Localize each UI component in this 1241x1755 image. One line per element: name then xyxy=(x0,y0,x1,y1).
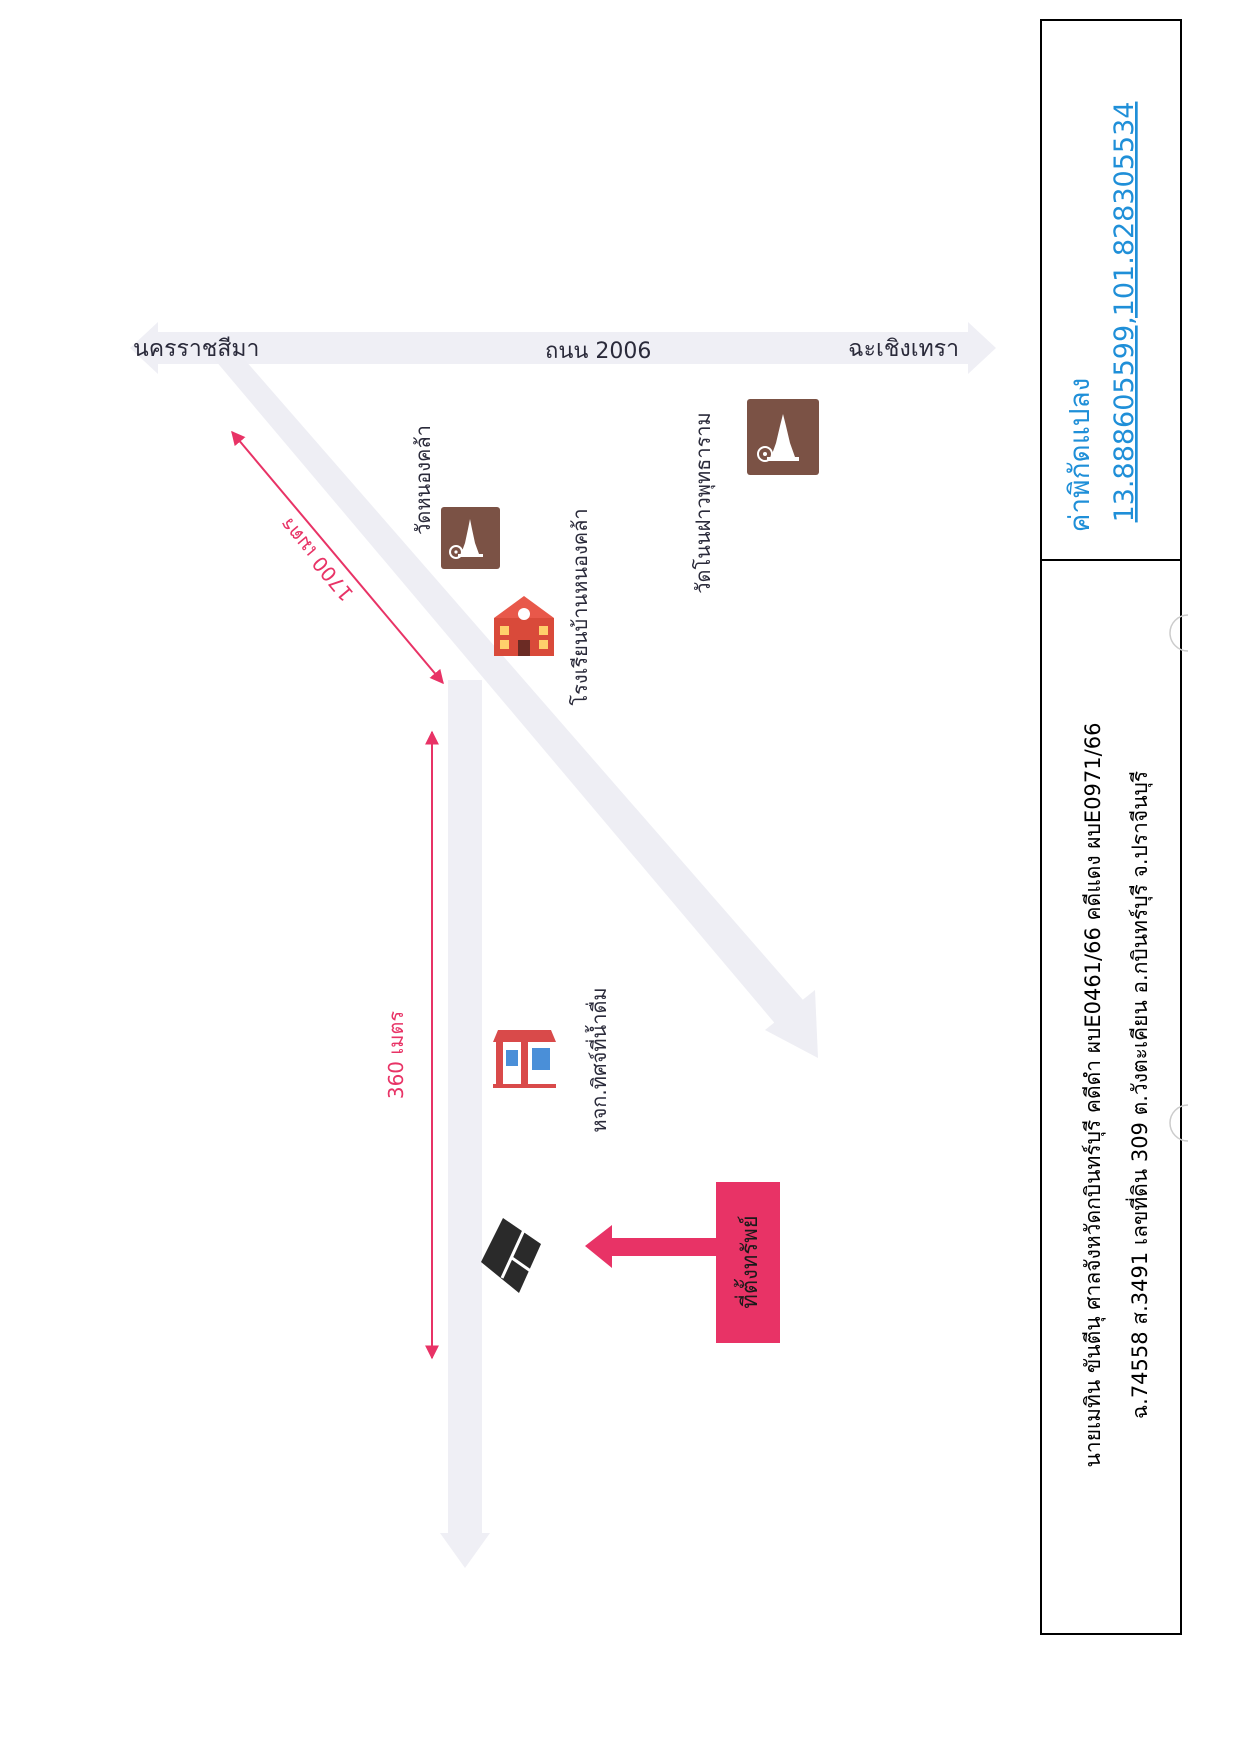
diagonal-road xyxy=(215,360,810,1033)
roads xyxy=(130,322,996,1568)
diagonal-distance-label: 1700 เมตร xyxy=(275,513,358,606)
school-icon xyxy=(494,596,554,656)
punch-hole xyxy=(1169,614,1189,652)
left-destination-label: นครราชสีมา xyxy=(133,336,259,362)
case-info-line-2: ฉ.74558 ส.3491 เลขที่ดิน 309 ต.วังตะเคีย… xyxy=(1125,771,1153,1419)
temple-icon xyxy=(441,507,500,569)
diagonal-road-arrowhead xyxy=(765,990,818,1058)
vertical-road xyxy=(448,680,482,1535)
coordinate-label: ค่าพิกัดแปลง xyxy=(1063,378,1096,533)
info-box xyxy=(1040,19,1182,1635)
shop-icon xyxy=(493,1030,556,1088)
temple-icon xyxy=(747,399,819,475)
temple-1-label: วัดหนองคล้า xyxy=(411,425,435,535)
parcel-shape xyxy=(481,1218,541,1293)
main-road xyxy=(130,322,996,374)
punch-hole xyxy=(1169,1104,1189,1142)
school-label: โรงเรียนบ้านหนองคล้า xyxy=(568,508,592,705)
main-road-label: ถนน 2006 xyxy=(545,339,651,364)
property-sign-label: ที่ตั้งทรัพย์ xyxy=(734,1215,763,1308)
coordinate-value-link[interactable]: 13.888605599,101.828305534 xyxy=(1109,102,1140,523)
diagonal-distance-arrow xyxy=(231,430,444,685)
vertical-road-arrowhead xyxy=(440,1533,490,1568)
right-destination-label: ฉะเชิงเทรา xyxy=(848,336,959,362)
temple-2-label: วัดโนนฝาวพุทธาราม xyxy=(691,412,716,593)
property-arrow xyxy=(585,1182,780,1343)
vertical-distance-marker: 360 เมตร xyxy=(384,730,439,1360)
vertical-distance-label: 360 เมตร xyxy=(384,1011,408,1100)
water-plant-label: หจก.ทิศจ์ที่น้ำดื่ม xyxy=(585,987,611,1132)
case-info-line-1: นายเมทิน ขันตีนุ ศาลจังหวัดกบินทร์บุรี ค… xyxy=(1081,723,1106,1468)
